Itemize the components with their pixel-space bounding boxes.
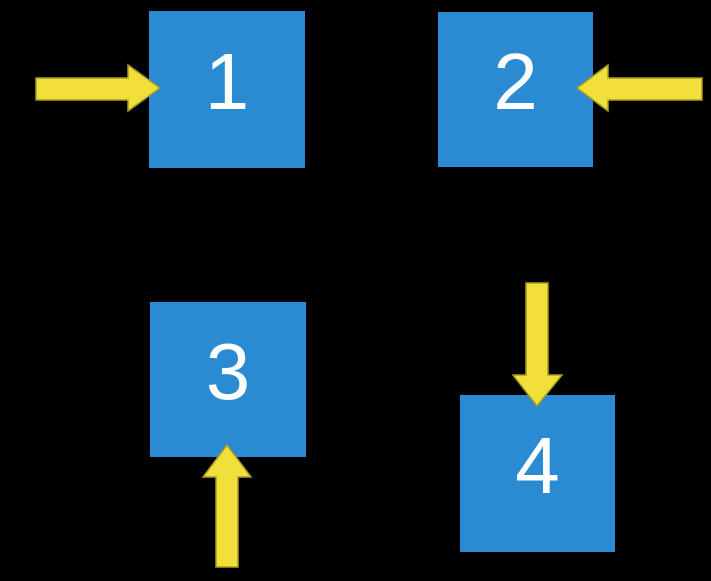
box-4-label: 4: [515, 420, 560, 510]
box-4: 4: [460, 395, 615, 552]
box-3: 3: [150, 302, 306, 457]
box-1-label: 1: [204, 36, 250, 126]
box-2: 2: [438, 12, 593, 167]
box-2-label: 2: [493, 36, 538, 126]
box-1: 1: [149, 11, 305, 168]
arrow-up-icon: [201, 443, 253, 568]
arrow-down-icon: [511, 282, 564, 408]
box-3-label: 3: [205, 326, 251, 416]
arrow-left-icon: [575, 63, 703, 113]
arrow-right-icon: [35, 63, 162, 113]
